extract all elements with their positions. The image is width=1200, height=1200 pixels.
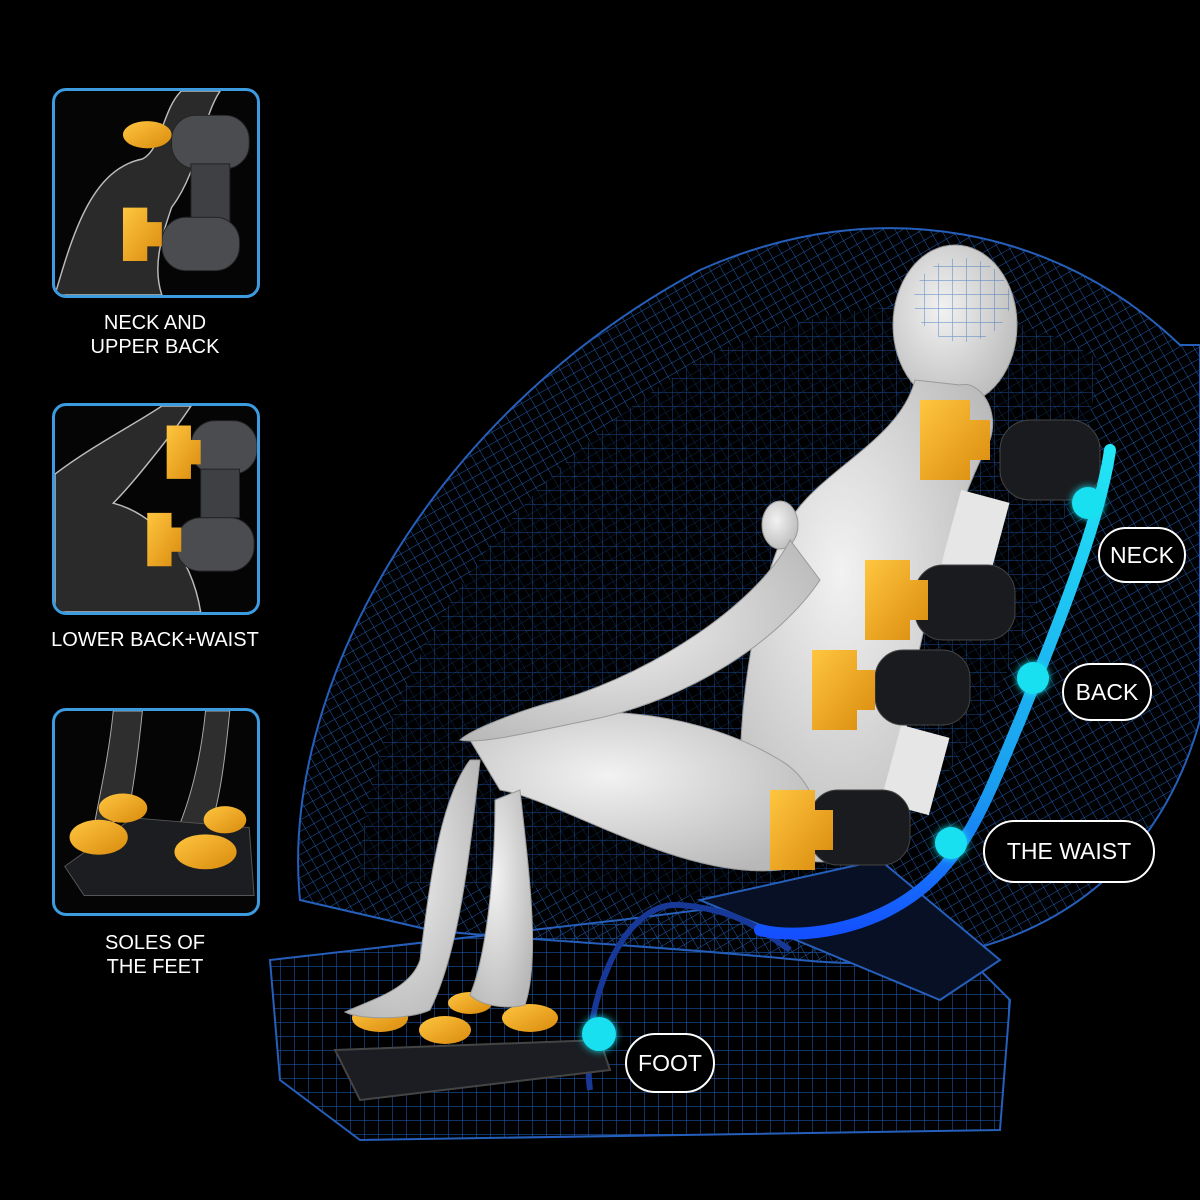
soles-of-feet-caption: SOLES OF THE FEET — [104, 932, 206, 978]
waist-label: THE WAIST — [983, 820, 1155, 883]
back-point-dot — [1017, 662, 1049, 694]
lower-back-waist-caption: LOWER BACK+WAIST — [51, 629, 259, 651]
foot-sole-roller-image — [64, 711, 255, 897]
soles-of-feet-panel — [52, 708, 260, 916]
neck-upper-back-panel — [52, 88, 260, 298]
lower-back-waist-panel — [52, 403, 260, 615]
neck-upper-back-caption: NECK AND UPPER BACK — [90, 312, 220, 358]
waist-label-text: THE WAIST — [1006, 838, 1132, 864]
foot-point-dot — [582, 1017, 616, 1051]
waist-point-dot — [935, 827, 967, 859]
neck-label: NECK — [1098, 527, 1186, 583]
lower-back-waist-roller-image — [55, 406, 257, 612]
back-roller-mechanisms — [770, 400, 1101, 870]
back-label-text: BACK — [1075, 678, 1139, 705]
neck-upper-back-roller-image — [55, 91, 250, 295]
foot-label-text: FOOT — [638, 1049, 702, 1076]
neck-label-text: NECK — [1110, 541, 1174, 568]
foot-label: FOOT — [625, 1033, 715, 1093]
neck-point-dot — [1072, 487, 1104, 519]
back-label: BACK — [1062, 663, 1152, 721]
spine-track-line — [754, 444, 1116, 940]
